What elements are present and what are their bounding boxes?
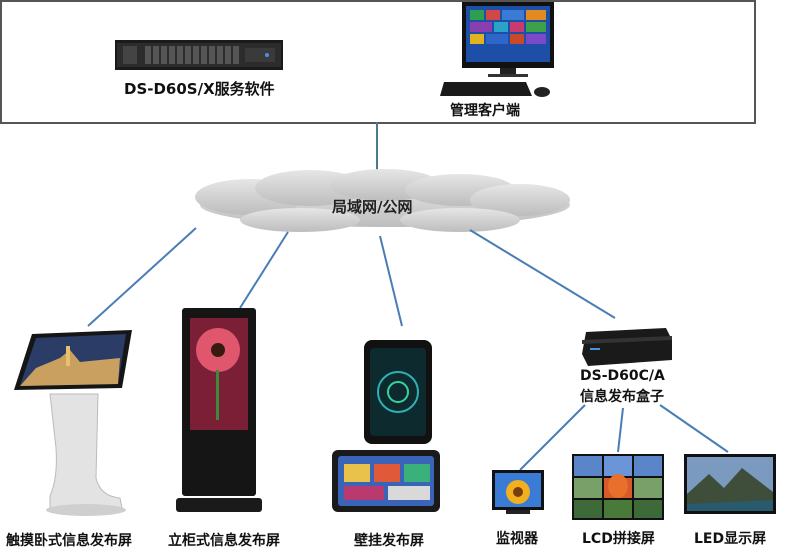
server-software-label: DS-D60S/X服务软件 xyxy=(124,80,275,98)
standing-kiosk-label: 立柜式信息发布屏 xyxy=(168,533,280,549)
led-display-icon xyxy=(684,454,776,520)
standing-kiosk-icon xyxy=(176,308,262,518)
client-pc-icon xyxy=(440,0,560,105)
link-lcd xyxy=(617,407,624,453)
link-monitor xyxy=(519,404,586,471)
lcd-wall-icon xyxy=(572,454,664,520)
box-model-label: DS-D60C/A xyxy=(580,368,665,384)
monitor-label: 监视器 xyxy=(496,531,538,547)
link-led xyxy=(659,404,729,453)
link-touch-kiosk xyxy=(87,227,197,327)
wall-mount-label: 壁挂发布屏 xyxy=(354,533,424,549)
lcd-wall-label: LCD拼接屏 xyxy=(582,531,655,547)
touch-kiosk-label: 触摸卧式信息发布屏 xyxy=(6,533,132,549)
network-label: 局域网/公网 xyxy=(332,198,413,216)
network-cloud xyxy=(195,169,570,232)
link-box xyxy=(469,229,616,319)
wall-mount-icon xyxy=(330,336,442,520)
led-display-label: LED显示屏 xyxy=(694,531,767,547)
link-standing-kiosk xyxy=(239,231,289,309)
link-wall-mount xyxy=(379,235,403,327)
client-label: 管理客户端 xyxy=(450,103,520,119)
box-name-label: 信息发布盒子 xyxy=(580,389,664,405)
info-box-icon xyxy=(578,326,674,370)
monitor-icon xyxy=(490,470,546,520)
touch-kiosk-icon xyxy=(10,328,140,523)
server-rack-icon xyxy=(115,40,283,70)
